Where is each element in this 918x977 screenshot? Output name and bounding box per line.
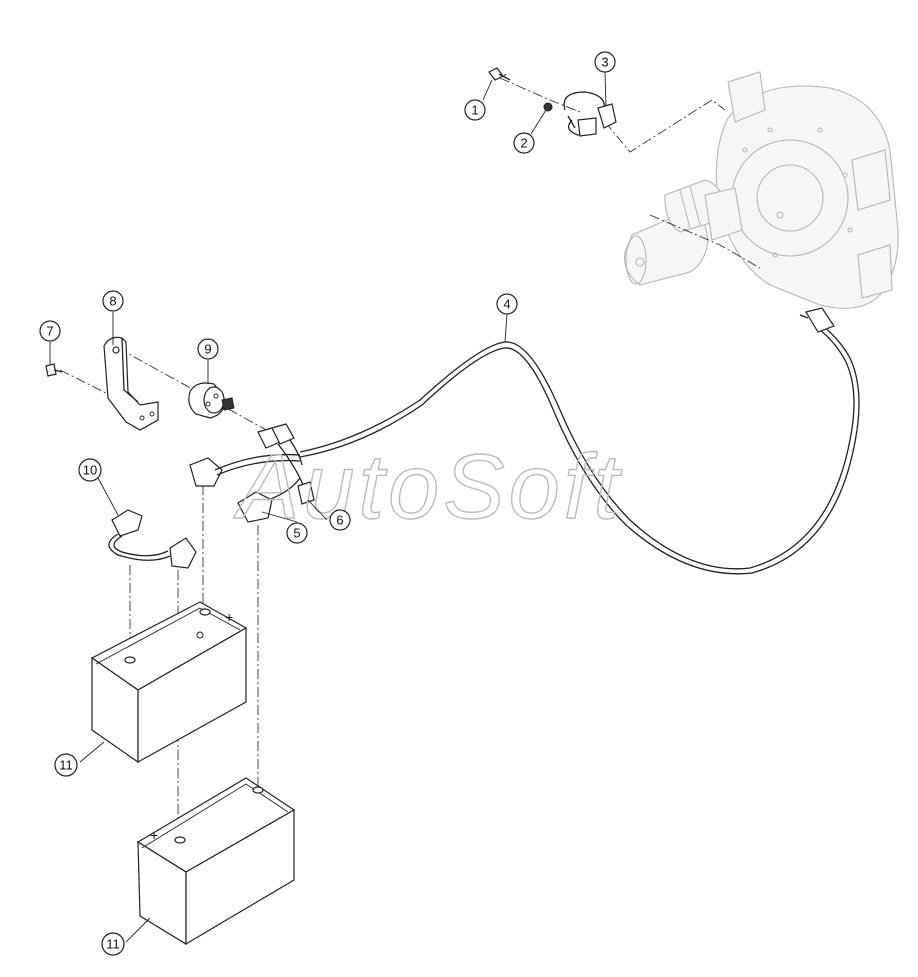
svg-text:3: 3	[601, 55, 608, 70]
terminal-harness-parts-5-6	[189, 423, 315, 523]
engine-housing-ghost	[715, 71, 899, 309]
svg-text:6: 6	[336, 513, 343, 528]
bracket-part-8	[103, 336, 159, 431]
watermark-logo: AutoSoft	[233, 436, 623, 538]
svg-text:4: 4	[503, 297, 510, 312]
callout-9: 9	[197, 338, 219, 360]
svg-text:11: 11	[106, 937, 120, 952]
battery-upper-part-11: +	[90, 601, 248, 764]
callout-6: 6	[329, 509, 351, 531]
starter-cable-part-3	[563, 91, 617, 137]
svg-text:9: 9	[204, 342, 211, 357]
bolt-part-1	[488, 67, 511, 81]
callout-5: 5	[286, 522, 308, 544]
nut-part-2	[543, 102, 553, 112]
callout-3: 3	[594, 51, 616, 73]
callout-leaders	[49, 71, 607, 943]
svg-text:10: 10	[83, 463, 97, 478]
battery-cable-part-4	[299, 307, 860, 575]
callout-2: 2	[513, 132, 535, 154]
battery-lower-part-11: +	[136, 777, 296, 946]
battery-plus-mark-lower: +	[150, 827, 158, 843]
relay-switch-part-9	[188, 382, 235, 419]
callout-11-upper: 11	[54, 753, 78, 777]
svg-text:1: 1	[471, 103, 478, 118]
callout-7: 7	[39, 320, 61, 342]
callout-10: 10	[78, 458, 102, 482]
callout-4: 4	[496, 293, 518, 315]
svg-text:5: 5	[293, 526, 300, 541]
svg-text:2: 2	[520, 136, 527, 151]
battery-plus-mark: +	[225, 609, 233, 625]
callout-8: 8	[102, 290, 124, 312]
svg-text:7: 7	[46, 324, 53, 339]
callout-1: 1	[464, 99, 486, 121]
svg-text:11: 11	[59, 758, 73, 773]
starter-motor-ghost	[624, 179, 743, 286]
screw-part-7	[45, 363, 63, 377]
callout-11-lower: 11	[101, 932, 125, 956]
svg-text:8: 8	[109, 294, 116, 309]
jumper-cable-part-10	[108, 509, 197, 569]
